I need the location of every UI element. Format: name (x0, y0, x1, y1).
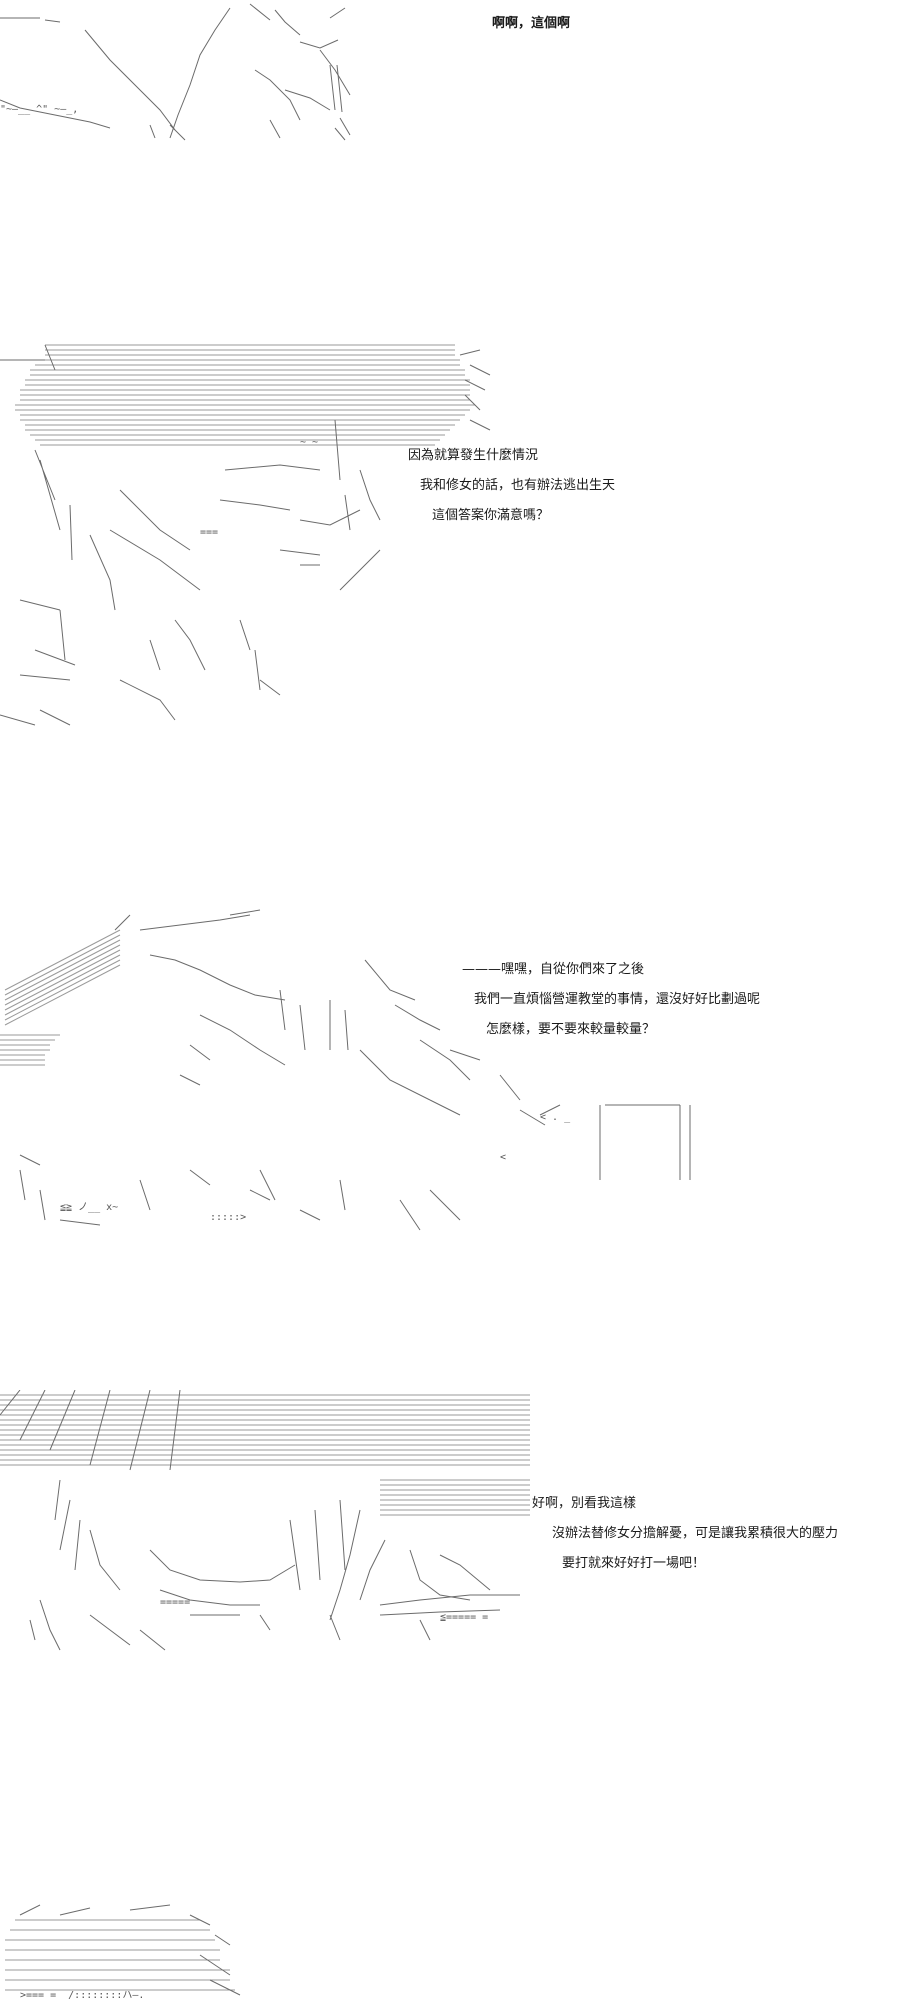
panel-5: >=== =_ /::::::::ハ—. (0, 1900, 907, 2000)
dialog-line: 好啊，別看我這樣 (532, 1496, 637, 1511)
dialog-line: 沒辦法替修女分擔解憂，可是讓我累積很大的壓力 (552, 1526, 839, 1541)
svg-text::::::>: :::::> (210, 1212, 246, 1223)
ascii-art-illustration-5: >=== =_ /::::::::ハ—. (0, 1900, 260, 2000)
svg-text:<: < (500, 1152, 506, 1163)
svg-text:>=== =_ /::::::::ハ—.: >=== =_ /::::::::ハ—. (20, 1990, 144, 2000)
dialog-line: 這個答案你滿意嗎？ (432, 508, 550, 523)
panel-1: "~—__ ^" ~—_, 啊啊，這個啊 (0, 0, 907, 150)
svg-text:< . _: < . _ (540, 1112, 571, 1123)
dialog-line: 我們一直煩惱營運教堂的事情，還沒好好比劃過呢 (474, 992, 761, 1007)
ascii-art-illustration-1: "~—__ ^" ~—_, (0, 0, 380, 150)
ascii-art-illustration-4: ===== ≦===== = (0, 1390, 540, 1730)
svg-text:===: === (200, 527, 218, 538)
svg-text:~ ~: ~ ~ (300, 437, 318, 448)
svg-text:=====: ===== (160, 1597, 190, 1608)
svg-text:"~—__ ^" ~—_,: "~—__ ^" ~—_, (0, 104, 78, 115)
ascii-art-illustration-2: === ~ ~ (0, 330, 500, 740)
panel-3: ≦≧ ノ__ x~ :::::> < < . _ ———嘿嘿，自從你們來了之後 … (0, 900, 907, 1240)
dialog-line: 要打就來好好打一場吧！ (562, 1556, 706, 1571)
svg-text:≦===== =: ≦===== = (440, 1612, 488, 1623)
svg-text:≦≧ ノ__ x~: ≦≧ ノ__ x~ (60, 1202, 118, 1213)
dialog-line: 啊啊，這個啊 (492, 16, 571, 31)
dialog-line: ———嘿嘿，自從你們來了之後 (462, 962, 645, 977)
panel-2: === ~ ~ 因為就算發生什麼情況 我和修女的話，也有辦法逃出生天 這個答案你… (0, 330, 907, 740)
dialog-line: 我和修女的話，也有辦法逃出生天 (420, 478, 616, 493)
dialog-line: 因為就算發生什麼情況 (408, 448, 539, 463)
panel-4: ===== ≦===== = 好啊，別看我這樣 沒辦法替修女分擔解憂，可是讓我累… (0, 1390, 907, 1730)
dialog-line: 怎麼樣，要不要來較量較量？ (486, 1022, 656, 1037)
ascii-art-illustration-3: ≦≧ ノ__ x~ :::::> < < . _ (0, 900, 700, 1240)
